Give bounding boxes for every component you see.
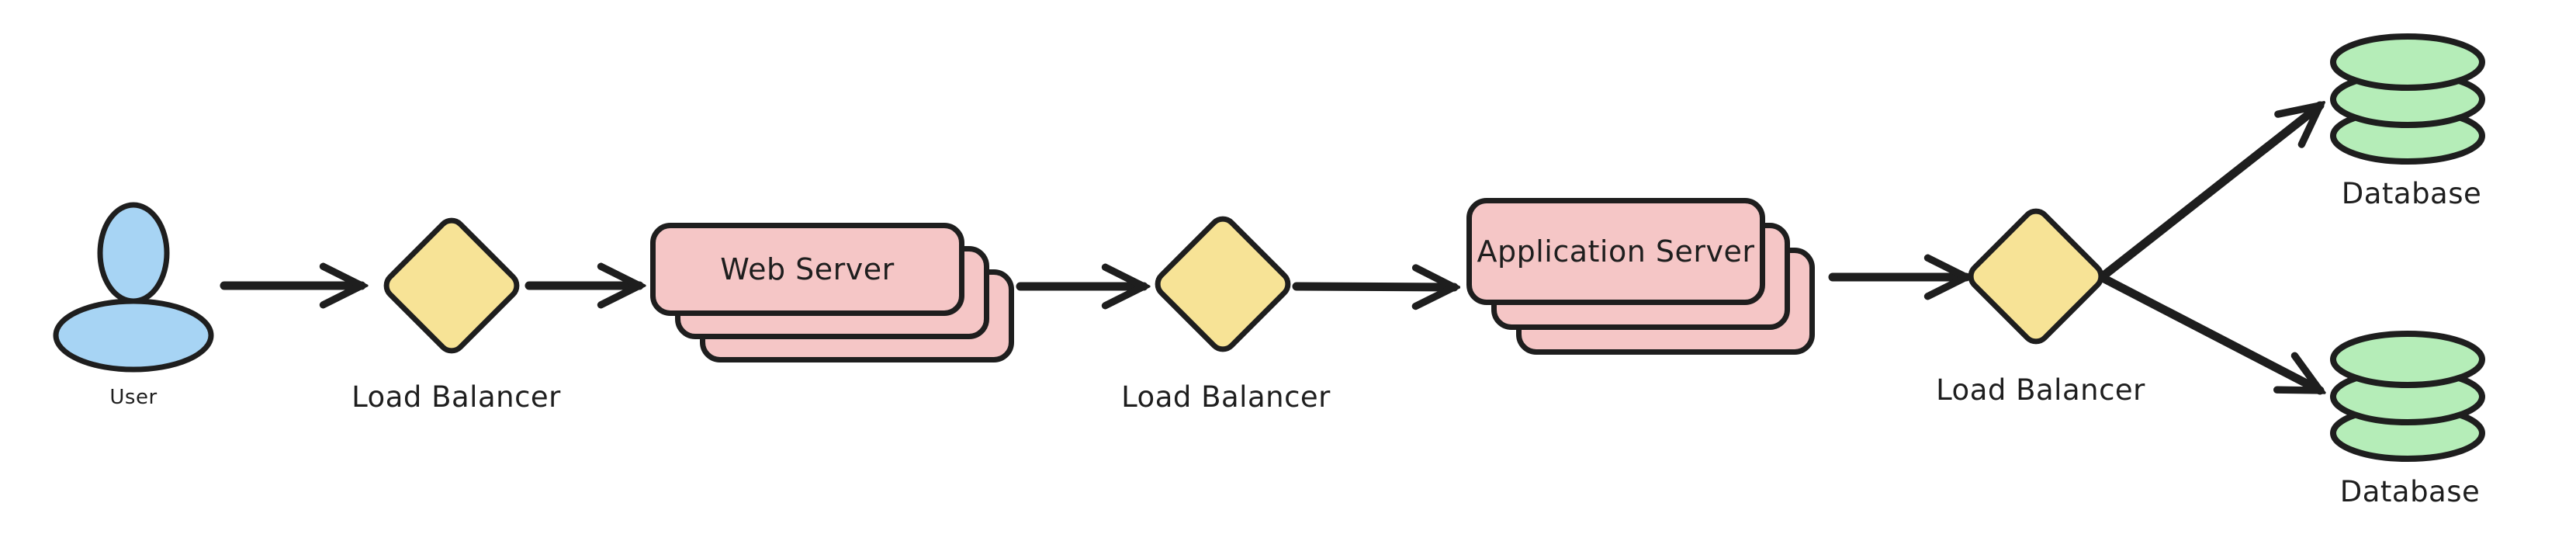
load-balancer-1-diamond xyxy=(383,217,520,354)
user-head-ellipse xyxy=(97,202,170,304)
application-server-card-front: Application Server xyxy=(1466,198,1765,305)
database-top-disk-top xyxy=(2330,33,2485,91)
load-balancer-3-diamond-icon xyxy=(1968,208,2104,345)
database-bottom-label: Database xyxy=(2339,475,2481,508)
web-server-card-front: Web Server xyxy=(650,223,964,316)
user-label: User xyxy=(109,386,158,409)
edge-load-balancer-3-to-database-top xyxy=(2098,106,2320,281)
user-icon xyxy=(53,202,214,373)
load-balancer-2-diamond xyxy=(1155,216,1291,352)
application-server-label: Application Server xyxy=(1477,234,1755,269)
load-balancer-2-label: Load Balancer xyxy=(1121,380,1331,414)
user-body-ellipse xyxy=(53,298,214,373)
load-balancer-2-diamond-icon xyxy=(1155,216,1291,352)
load-balancer-1-diamond-icon xyxy=(383,217,520,354)
load-balancer-3-diamond xyxy=(1968,208,2104,345)
load-balancer-3-label: Load Balancer xyxy=(1936,373,2145,407)
database-bottom-disk-top xyxy=(2330,331,2485,388)
load-balancer-1-label: Load Balancer xyxy=(351,380,561,414)
edge-load-balancer-2-to-application-server xyxy=(1292,286,1454,287)
database-top-label: Database xyxy=(2341,177,2482,210)
database-bottom-icon xyxy=(2330,331,2485,462)
web-server-label: Web Server xyxy=(720,252,895,286)
database-top-icon xyxy=(2330,33,2485,165)
